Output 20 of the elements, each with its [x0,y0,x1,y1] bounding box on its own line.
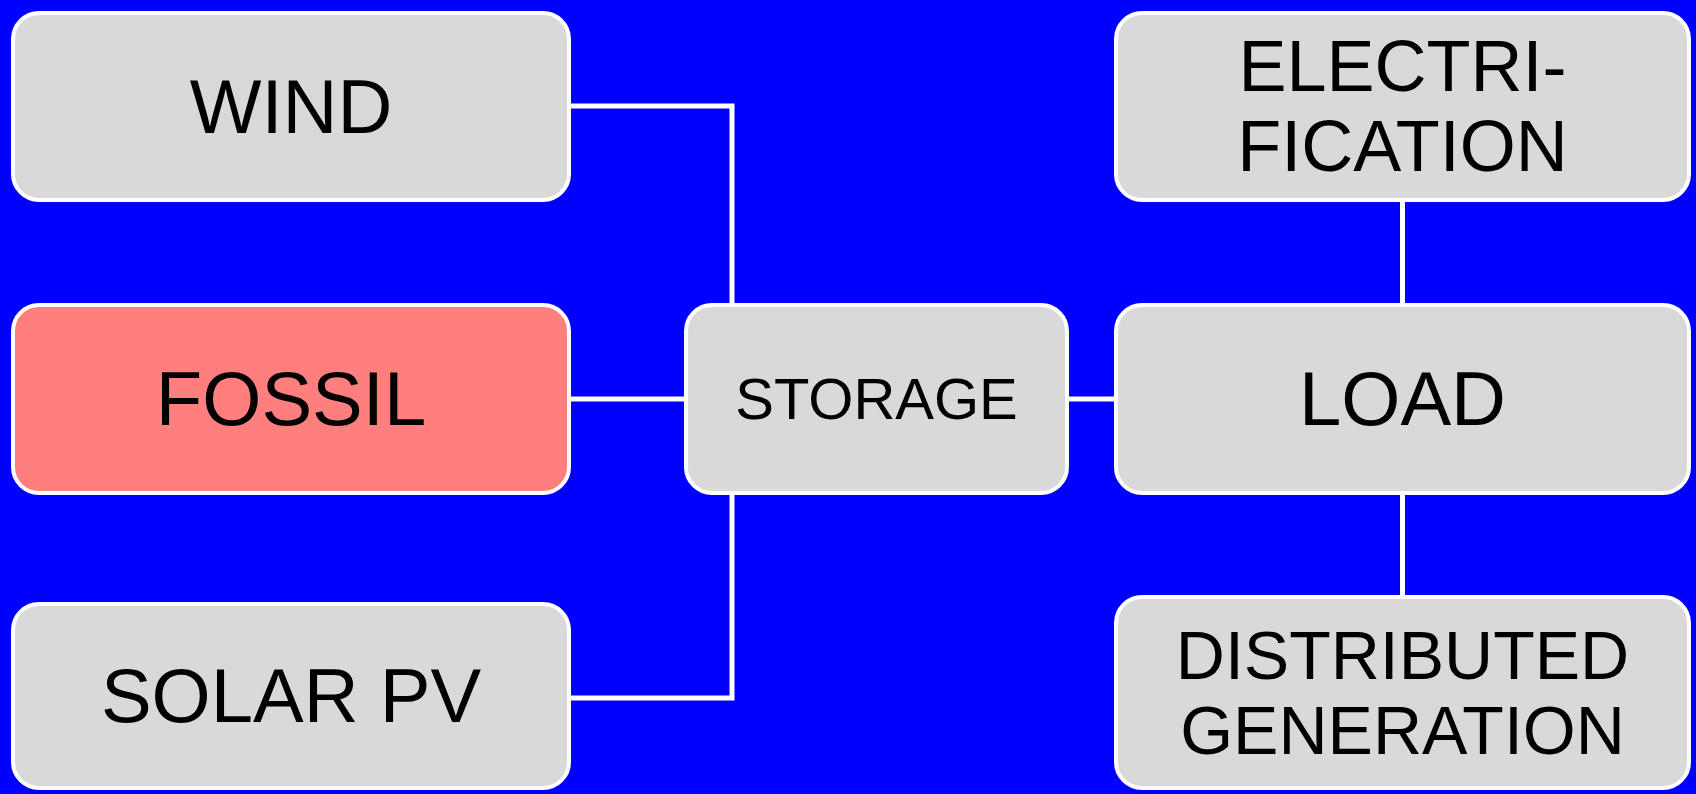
connector-line [571,103,735,303]
connector-line [1069,396,1114,402]
box-label: ELECTRI- FICATION [1236,27,1569,186]
connector-line [1400,495,1405,595]
box-label: STORAGE [735,367,1018,431]
box-label: DISTRIBUTED GENERATION [1174,617,1631,768]
process-box [1114,303,1691,495]
process-box [1114,11,1691,202]
process-box [684,303,1069,495]
connector-line [571,495,735,701]
connector-line [1400,202,1405,303]
process-box [1114,595,1691,790]
box-label: FOSSIL [155,357,427,441]
process-box [11,303,571,495]
connector-line [571,396,684,402]
box-label: SOLAR PV [100,654,482,738]
process-box [11,602,571,790]
box-label: WIND [189,64,393,149]
process-box [11,11,571,202]
box-label: LOAD [1299,357,1506,441]
